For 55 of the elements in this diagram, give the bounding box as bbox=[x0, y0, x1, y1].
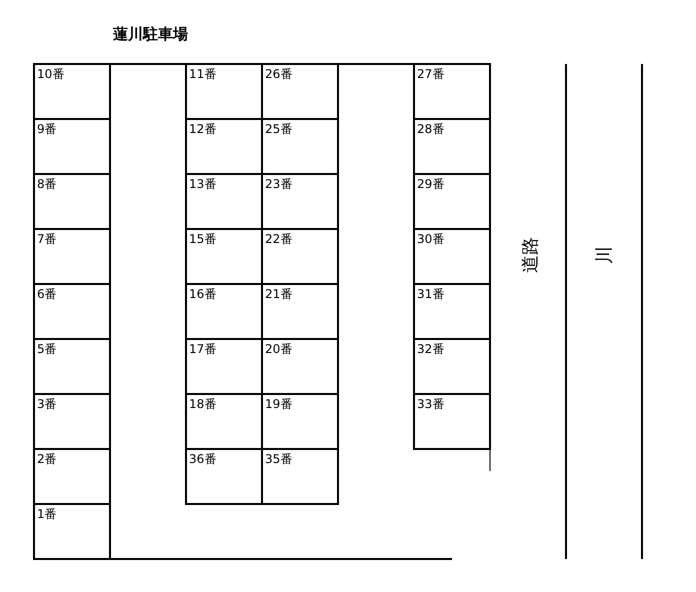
parking-space bbox=[185, 63, 263, 120]
parking-space bbox=[261, 63, 339, 120]
parking-space bbox=[185, 448, 263, 505]
parking-space bbox=[33, 448, 111, 505]
space-number: 3番 bbox=[37, 397, 57, 411]
space-number: 30番 bbox=[417, 232, 444, 246]
space-number: 12番 bbox=[189, 122, 216, 136]
space-number: 31番 bbox=[417, 287, 444, 301]
space-number: 18番 bbox=[189, 397, 216, 411]
space-number: 2番 bbox=[37, 452, 57, 466]
parking-space bbox=[33, 173, 111, 230]
parking-space bbox=[413, 173, 491, 230]
space-number: 27番 bbox=[417, 67, 444, 81]
space-number: 11番 bbox=[189, 67, 216, 81]
space-number: 35番 bbox=[265, 452, 292, 466]
space-number: 6番 bbox=[37, 287, 57, 301]
parking-space bbox=[413, 393, 491, 450]
space-number: 33番 bbox=[417, 397, 444, 411]
parking-space bbox=[33, 338, 111, 395]
space-number: 5番 bbox=[37, 342, 57, 356]
space-number: 25番 bbox=[265, 122, 292, 136]
parking-space bbox=[413, 338, 491, 395]
parking-space bbox=[413, 283, 491, 340]
space-number: 19番 bbox=[265, 397, 292, 411]
parking-space bbox=[261, 448, 339, 505]
parking-space bbox=[33, 283, 111, 340]
parking-space bbox=[33, 118, 111, 175]
parking-space bbox=[413, 228, 491, 285]
space-number: 15番 bbox=[189, 232, 216, 246]
space-number: 9番 bbox=[37, 122, 57, 136]
space-number: 1番 bbox=[37, 507, 57, 521]
space-number: 23番 bbox=[265, 177, 292, 191]
parking-space bbox=[33, 228, 111, 285]
space-number: 16番 bbox=[189, 287, 216, 301]
space-number: 13番 bbox=[189, 177, 216, 191]
space-number: 20番 bbox=[265, 342, 292, 356]
parking-space bbox=[413, 118, 491, 175]
parking-space bbox=[33, 393, 111, 450]
space-number: 29番 bbox=[417, 177, 444, 191]
space-number: 8番 bbox=[37, 177, 57, 191]
parking-space bbox=[33, 63, 111, 120]
parking-space bbox=[413, 63, 491, 120]
space-number: 26番 bbox=[265, 67, 292, 81]
road-label: 道路 bbox=[519, 237, 542, 273]
space-number: 10番 bbox=[37, 67, 64, 81]
river-label: 川 bbox=[593, 246, 616, 264]
title: 蓮川駐車場 bbox=[113, 25, 188, 44]
space-number: 36番 bbox=[189, 452, 216, 466]
space-number: 22番 bbox=[265, 232, 292, 246]
space-number: 28番 bbox=[417, 122, 444, 136]
parking-space bbox=[33, 503, 111, 560]
space-number: 17番 bbox=[189, 342, 216, 356]
space-number: 7番 bbox=[37, 232, 57, 246]
space-number: 32番 bbox=[417, 342, 444, 356]
space-number: 21番 bbox=[265, 287, 292, 301]
